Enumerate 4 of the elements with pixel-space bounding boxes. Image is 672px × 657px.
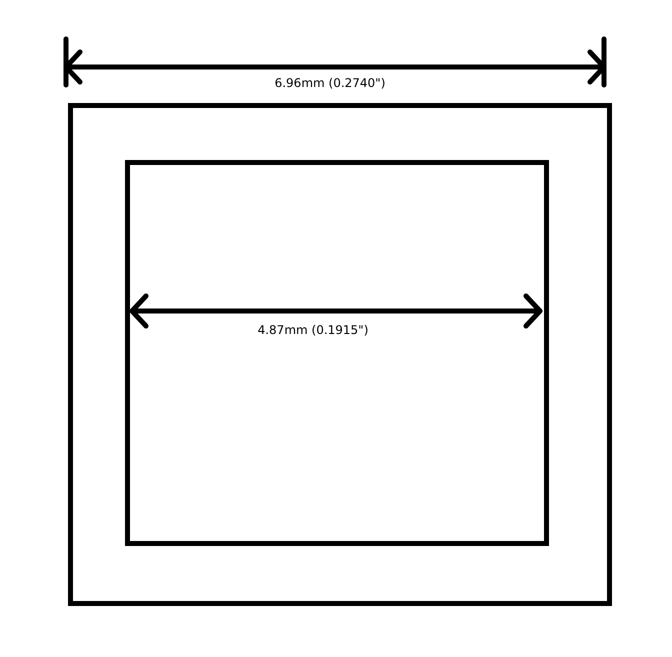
- inner-square: [125, 160, 549, 546]
- dimension-label: 4.87mm (0.1915"): [258, 323, 368, 337]
- dimension-label: 6.96mm (0.2740"): [274, 76, 386, 90]
- outer-square: [68, 103, 612, 606]
